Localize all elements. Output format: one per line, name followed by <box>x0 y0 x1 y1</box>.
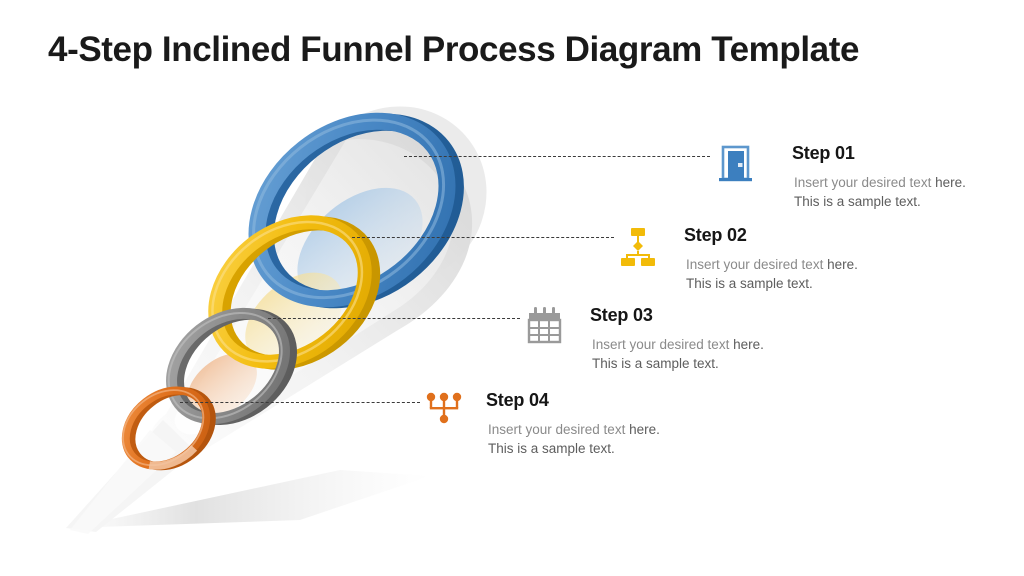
step-body-lead-2: Insert your desired text <box>686 257 824 272</box>
calendar-icon <box>524 305 564 349</box>
connector-line-step-4 <box>180 402 420 404</box>
step-body-lead-4: Insert your desired text <box>488 422 626 437</box>
step-body-tail-3: here. This is a sample text. <box>592 337 764 371</box>
step-body-tail-1: here. This is a sample text. <box>794 175 966 209</box>
step-title-1: Step 01 <box>792 143 855 163</box>
step-body-tail-4: here. This is a sample text. <box>488 422 660 456</box>
step-title-4: Step 04 <box>486 390 549 410</box>
funnel-diagram <box>70 106 487 528</box>
step-body-lead-3: Insert your desired text <box>592 337 730 352</box>
step-body-tail-2: here. This is a sample text. <box>686 257 858 291</box>
connector-line-step-3 <box>268 318 520 320</box>
step-title-2: Step 02 <box>684 225 747 245</box>
network-nodes-icon <box>424 390 464 434</box>
funnel-ring-step-2 <box>208 215 381 370</box>
funnel-ring-step-1 <box>248 112 464 309</box>
step-body-lead-1: Insert your desired text <box>794 175 932 190</box>
step-body-4: Insert your desired text here. This is a… <box>488 420 683 458</box>
step-body-3: Insert your desired text here. This is a… <box>592 335 787 373</box>
door-icon <box>716 143 756 187</box>
funnel-svg <box>70 106 487 528</box>
connector-line-step-2 <box>352 237 614 239</box>
funnel-ground-shadow <box>70 470 430 528</box>
step-body-2: Insert your desired text here. This is a… <box>686 255 881 293</box>
connector-line-step-1 <box>404 156 710 158</box>
page-title: 4-Step Inclined Funnel Process Diagram T… <box>48 30 860 69</box>
funnel-ring-step-4 <box>121 386 216 471</box>
step-title-3: Step 03 <box>590 305 653 325</box>
org-chart-icon <box>618 225 658 269</box>
step-body-1: Insert your desired text here. This is a… <box>794 173 989 211</box>
